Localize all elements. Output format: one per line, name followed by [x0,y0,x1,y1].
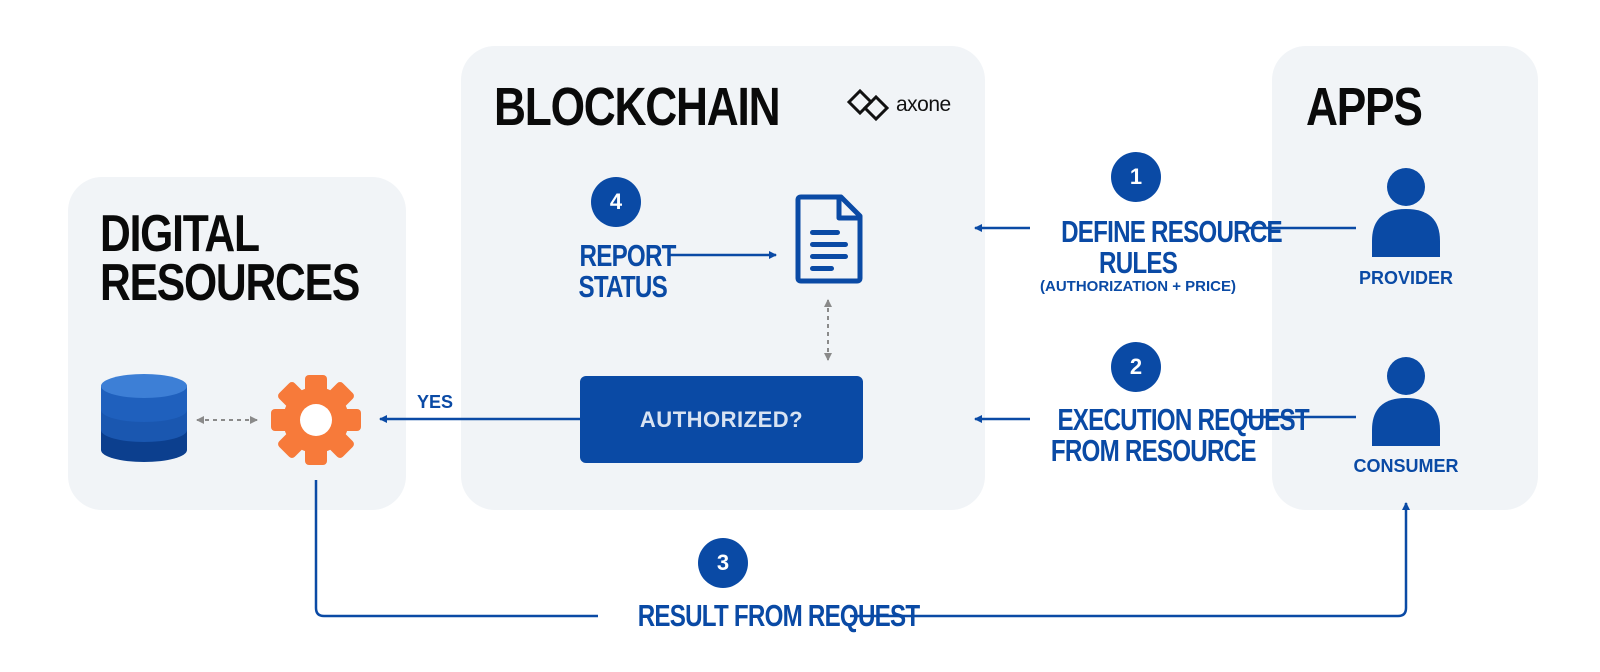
authorized-label: AUTHORIZED? [639,406,804,432]
gear-icon [271,375,361,465]
step-1-badge: 1 [1111,152,1161,202]
step-1-label-line1: DEFINE RESOURCE [1061,214,1283,249]
step-1-sublabel: (AUTHORIZATION + PRICE) [1040,278,1236,295]
authorized-box: AUTHORIZED? [580,376,863,463]
step-4-label: REPORT STATUS [566,240,676,304]
step-4-label-line1: REPORT [579,238,677,273]
digital-resources-title-line1: DIGITAL [100,205,260,263]
step-3-badge: 3 [698,538,748,588]
apps-title: APPS [1306,77,1423,137]
blockchain-title: BLOCKCHAIN [494,77,781,137]
step-4-label-line2: STATUS [578,269,667,304]
step-4-badge: 4 [591,177,641,227]
step-3-label: RESULT FROM REQUEST [598,600,920,631]
digital-resources-title: DIGITAL RESOURCES [100,208,360,313]
step-3-label-line1: RESULT FROM REQUEST [637,598,920,633]
step-2-label-line1: EXECUTION REQUEST [1057,402,1309,437]
consumer-person-icon [1372,357,1440,446]
document-icon [795,194,863,284]
step-2-label-line2: FROM RESOURCE [1050,433,1257,468]
consumer-label: CONSUMER [1353,456,1459,476]
digital-resources-title-line2: RESOURCES [100,254,360,313]
provider-person-icon [1372,168,1440,257]
axone-logo-icon [846,88,890,122]
database-icon [101,374,187,462]
yes-label: YES [416,392,454,412]
step-1-label-line2: RULES [1098,245,1178,280]
arrow-result-right [850,502,1410,618]
arrow-result-left [314,480,598,618]
step-2-badge: 2 [1111,342,1161,392]
step-2-label: EXECUTION REQUEST FROM RESOURCE [1022,404,1310,468]
axone-logo: axone [846,88,951,122]
step-1-label: DEFINE RESOURCE RULES [1030,216,1283,280]
axone-logo-text: axone [896,93,951,116]
provider-label: PROVIDER [1358,268,1454,288]
